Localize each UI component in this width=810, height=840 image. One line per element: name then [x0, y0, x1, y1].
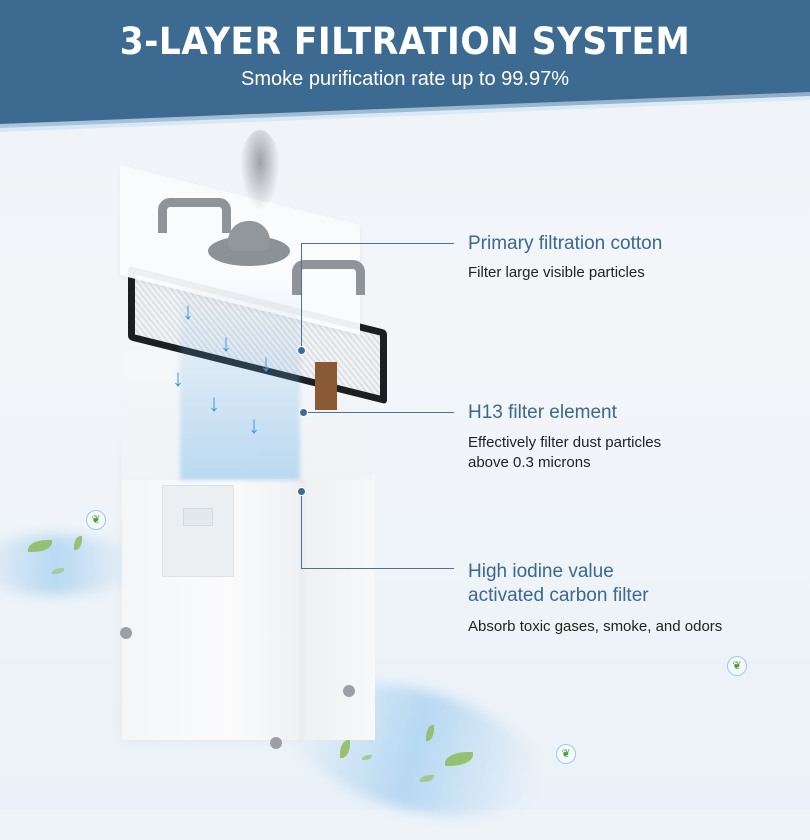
leaf-icon: [74, 536, 82, 550]
airflow-arrow-icon: ↓: [208, 390, 220, 417]
intake-nozzle: [208, 216, 290, 266]
eco-badge-icon: ❦: [86, 510, 106, 530]
leaf-icon: [426, 725, 434, 741]
callout-dot: [299, 408, 308, 417]
callout-title-h13: H13 filter element: [468, 402, 617, 423]
leaf-icon: [420, 775, 434, 782]
display-screen: [183, 508, 213, 526]
callout-desc-carbon: Absorb toxic gases, smoke, and odors: [468, 618, 723, 635]
leaf-icon: [340, 740, 350, 758]
callout-desc-primary-cotton: Filter large visible particles: [468, 264, 645, 281]
leader-line-primary-cotton: [301, 243, 454, 244]
callout-dot: [297, 346, 306, 355]
eco-badge-icon: ❦: [727, 656, 747, 676]
airflow-arrow-icon: ↓: [172, 365, 184, 392]
leaf-icon: [445, 752, 473, 766]
leader-line-h13: [304, 412, 454, 413]
caster-wheel: [343, 685, 355, 697]
leader-line-primary-cotton: [301, 243, 302, 351]
smoke-plume: [240, 130, 280, 210]
caster-wheel: [270, 737, 282, 749]
leaf-icon: [362, 755, 372, 760]
callout-title-carbon-line2: activated carbon filter: [468, 585, 649, 606]
airflow-arrow-icon: ↓: [220, 330, 232, 357]
control-panel: [162, 485, 234, 577]
handle-right: [292, 260, 365, 295]
airflow-arrow-icon: ↓: [248, 412, 260, 439]
air-purifier-exploded-view: ↓ ↓ ↓ ↓ ↓ ↓: [110, 130, 390, 760]
purifier-body-side: [300, 475, 375, 740]
callout-desc-h13-line2: above 0.3 microns: [468, 454, 591, 471]
callout-title-carbon-line1: High iodine value: [468, 561, 614, 582]
leader-line-carbon: [301, 568, 454, 569]
leader-line-carbon: [301, 492, 302, 569]
callout-title-primary-cotton: Primary filtration cotton: [468, 233, 663, 254]
filter-pull-tab: [315, 362, 337, 410]
airflow-wind-left: [0, 535, 140, 595]
airflow-arrow-icon: ↓: [260, 350, 272, 377]
callout-desc-h13-line1: Effectively filter dust particles: [468, 434, 662, 451]
leaf-icon: [52, 568, 64, 574]
leaf-icon: [28, 540, 52, 552]
callout-dot: [297, 487, 306, 496]
airflow-arrow-icon: ↓: [182, 298, 194, 325]
page-title: 3-LAYER FILTRATION SYSTEM: [119, 20, 691, 63]
handle-left: [158, 198, 231, 233]
eco-badge-icon: ❦: [556, 744, 576, 764]
airflow-stream: [180, 280, 300, 480]
caster-wheel: [120, 627, 132, 639]
page-subtitle: Smoke purification rate up to 99.97%: [241, 68, 569, 90]
